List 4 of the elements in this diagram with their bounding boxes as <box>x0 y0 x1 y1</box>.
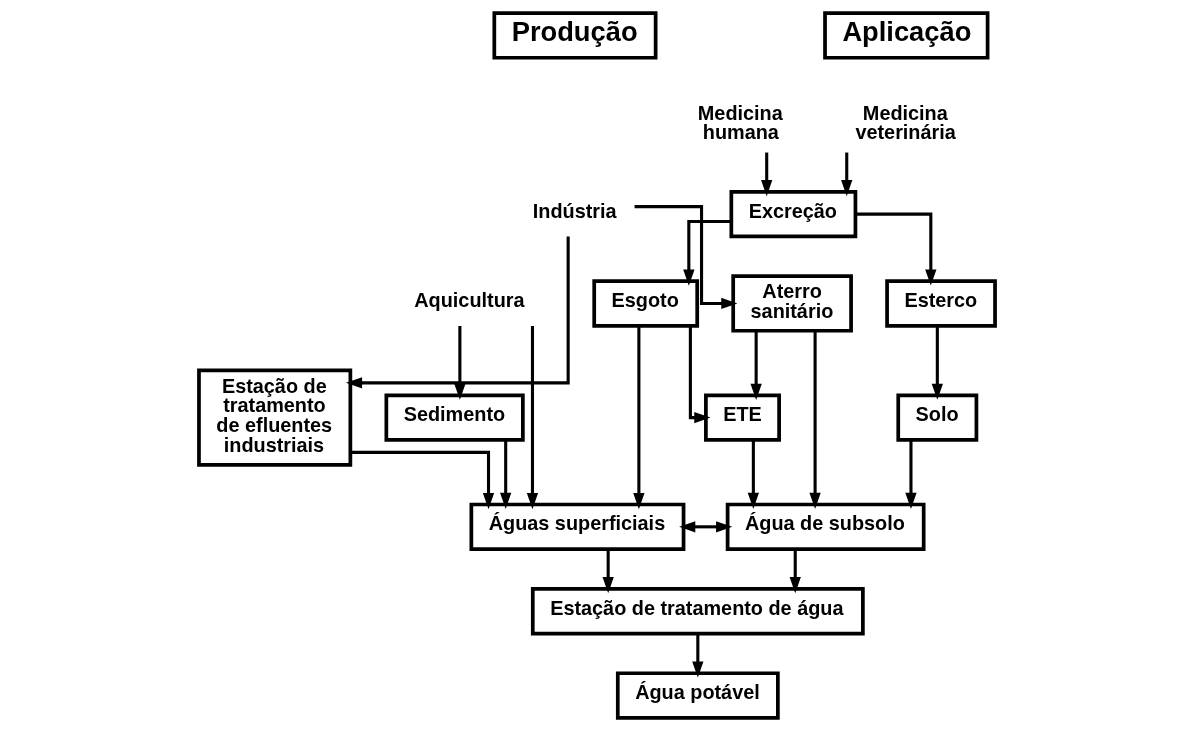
node-text: Indústria <box>532 199 617 222</box>
node-text: Medicina veterinária <box>855 101 956 144</box>
node-text: Medicina humana <box>697 101 783 144</box>
node-text: Aquicultura <box>414 288 525 311</box>
